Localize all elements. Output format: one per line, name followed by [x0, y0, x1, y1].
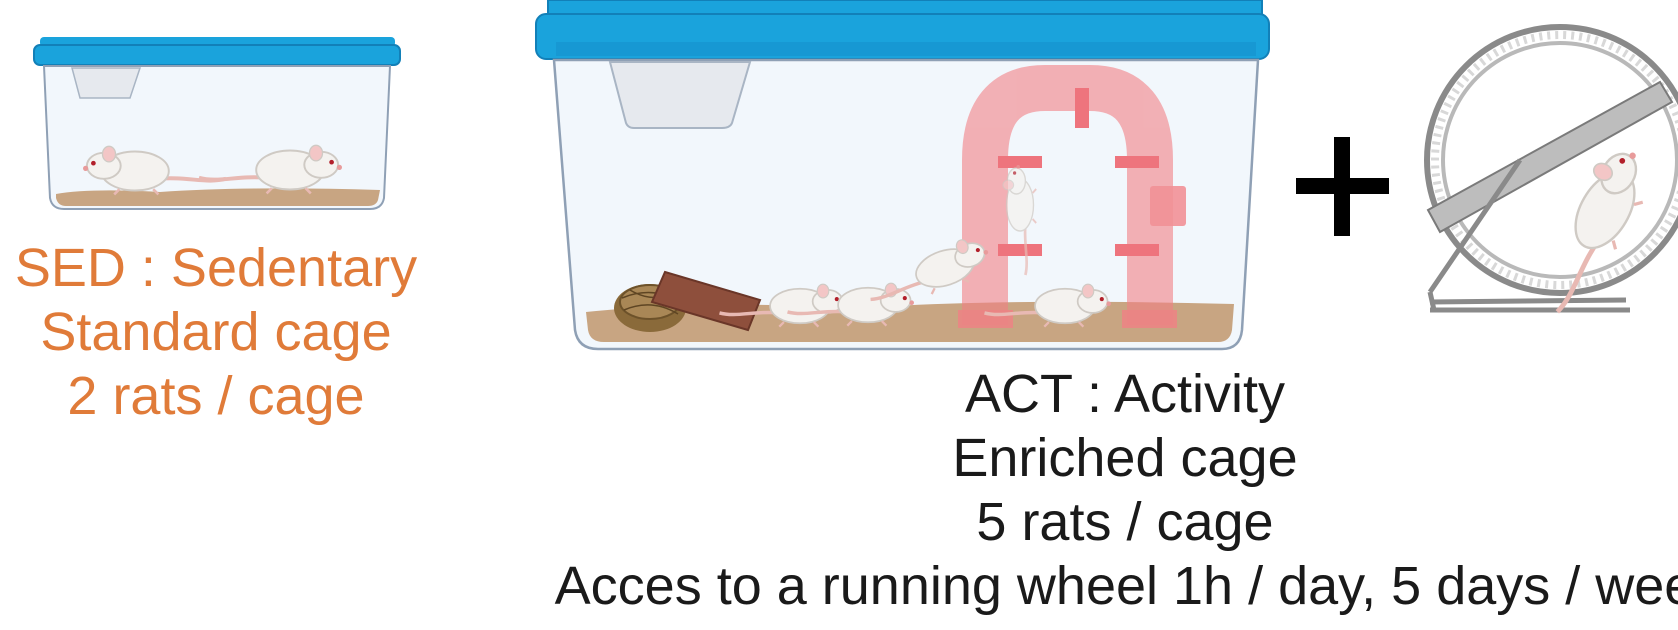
sed-cage	[34, 37, 400, 209]
sed-cage-type: Standard cage	[0, 300, 432, 364]
sed-caption: SED : Sedentary Standard cage 2 rats / c…	[0, 236, 432, 428]
act-wheel-access: Acces to a running wheel 1h / day, 5 day…	[499, 554, 1678, 618]
act-cage-type: Enriched cage	[500, 426, 1678, 490]
running-wheel	[1427, 27, 1678, 321]
sed-title: SED : Sedentary	[0, 236, 432, 300]
sed-density: 2 rats / cage	[0, 364, 432, 428]
plus-icon	[1296, 137, 1389, 236]
act-cage	[536, 0, 1269, 349]
act-density: 5 rats / cage	[500, 490, 1678, 554]
act-title: ACT : Activity	[500, 362, 1678, 426]
act-caption: ACT : Activity Enriched cage 5 rats / ca…	[500, 362, 1678, 618]
